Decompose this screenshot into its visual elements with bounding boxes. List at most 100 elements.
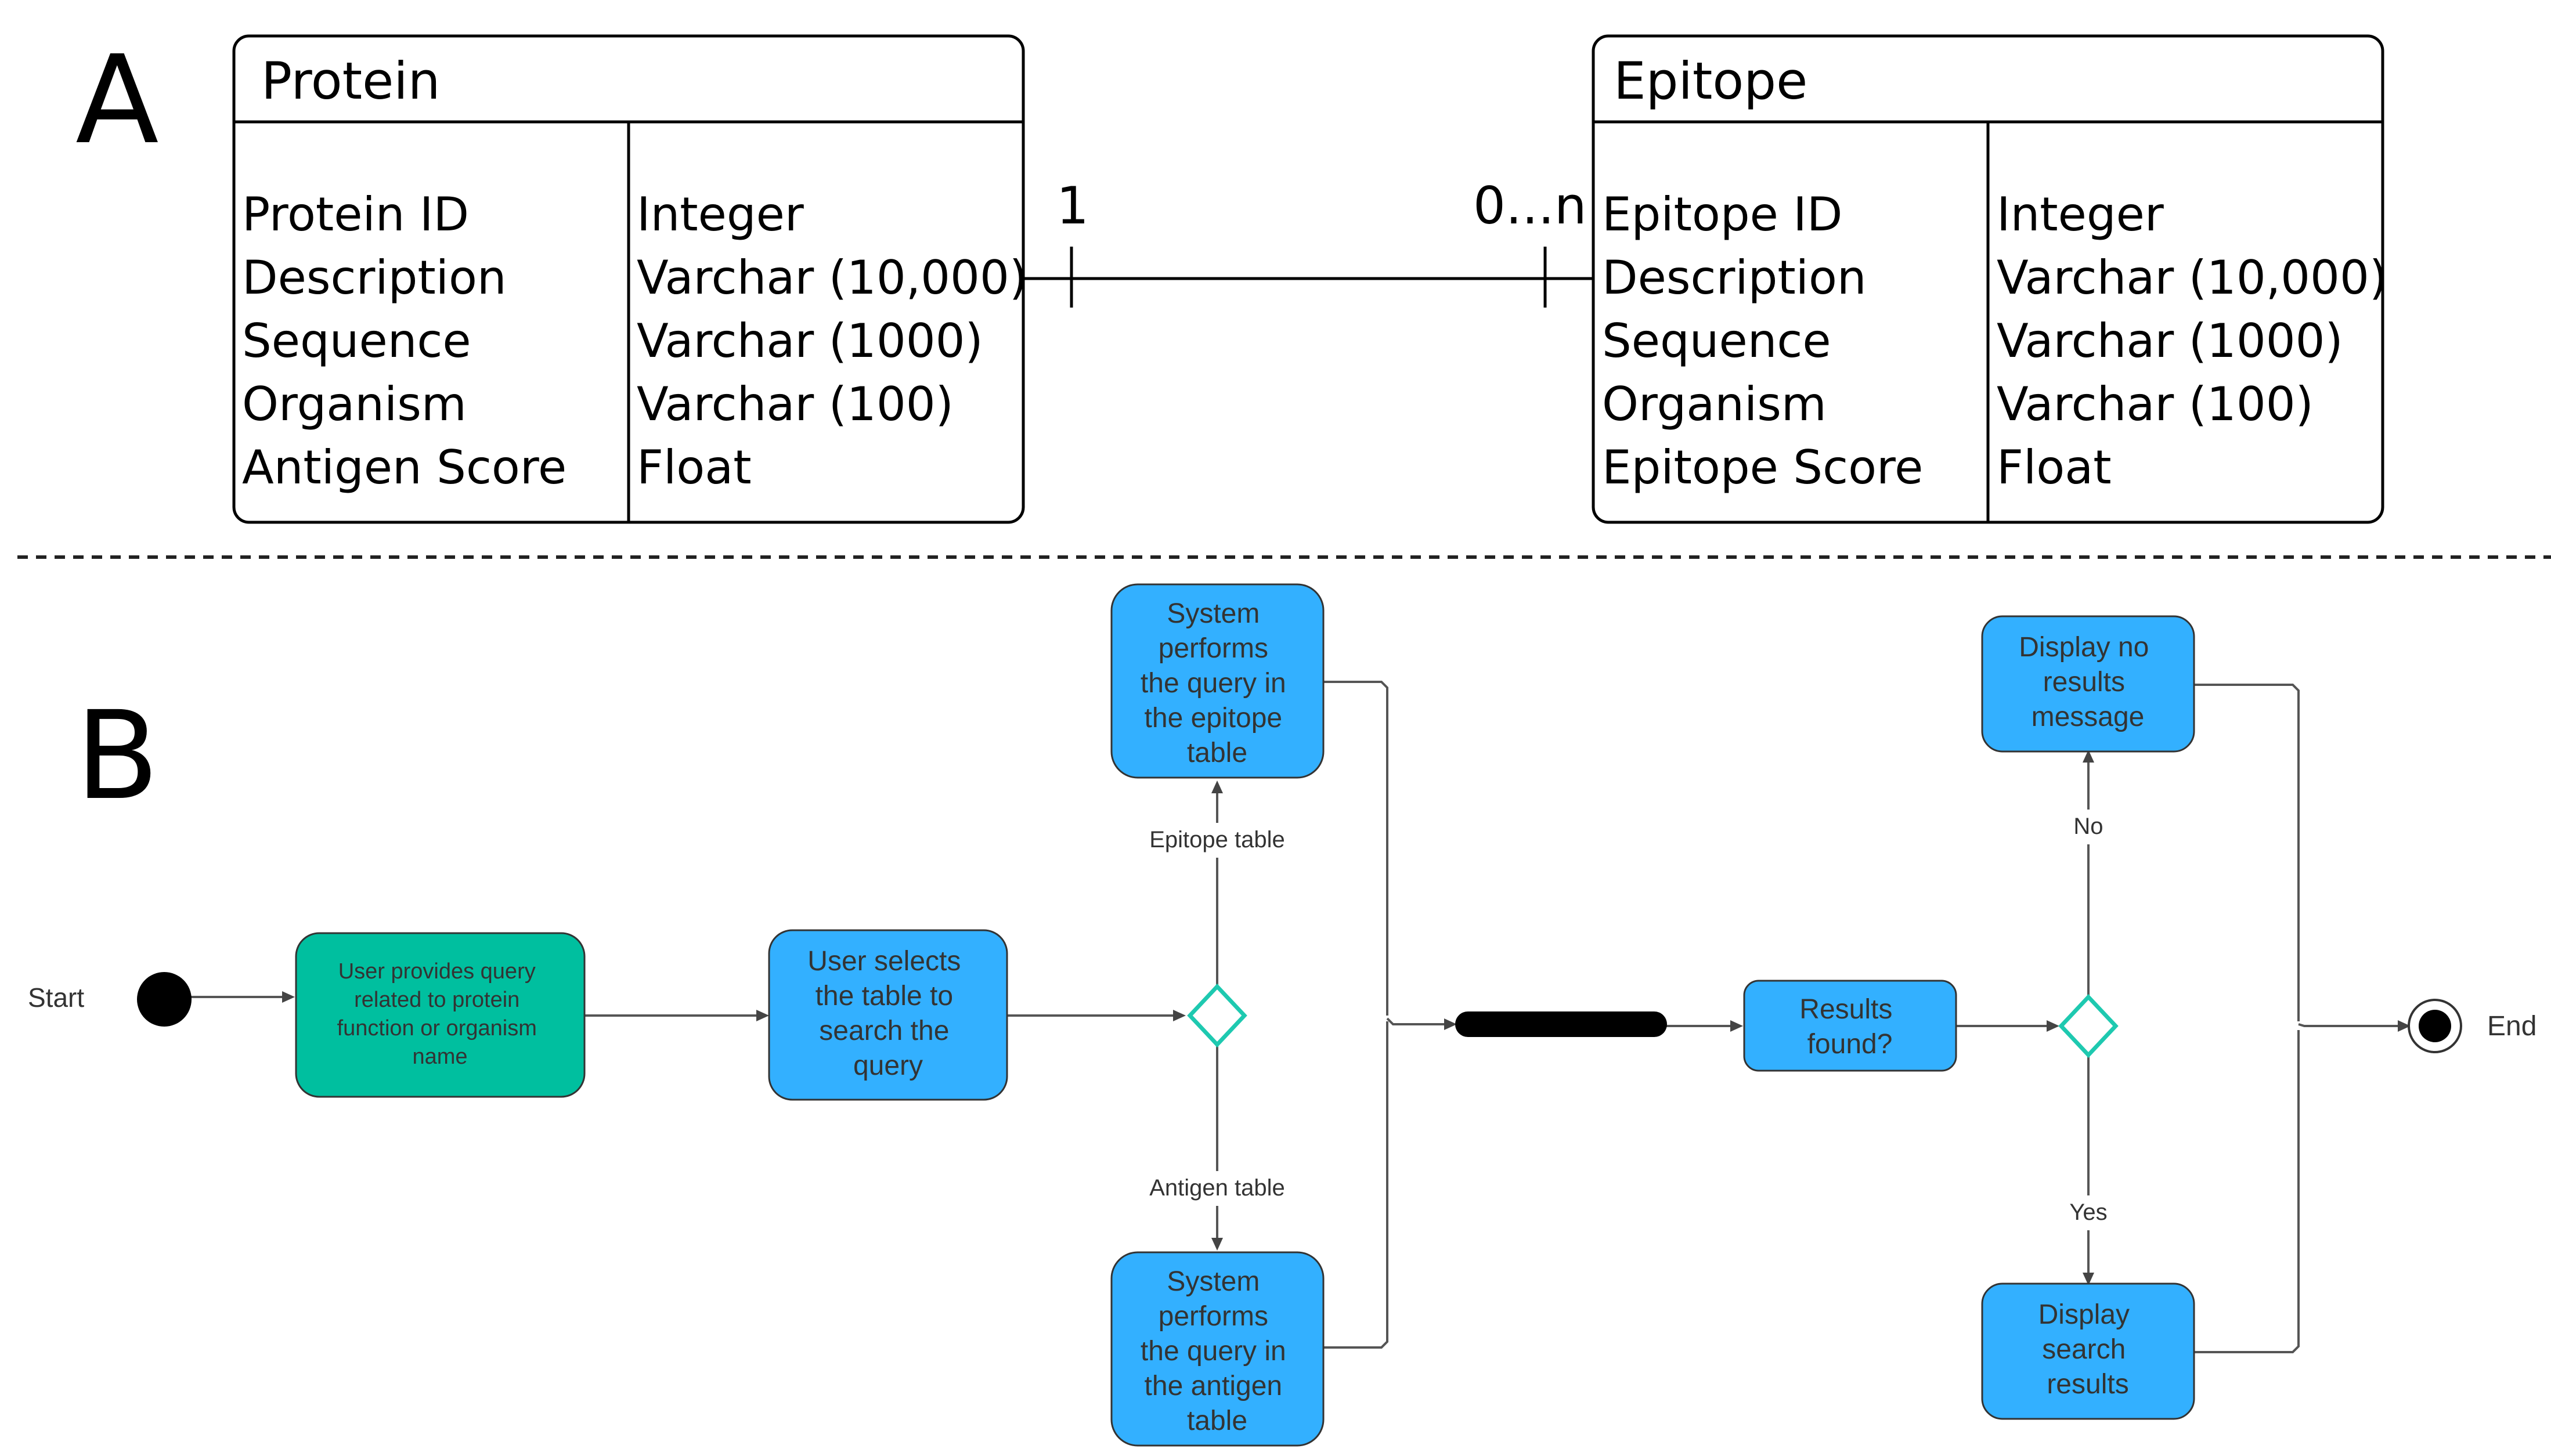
- connectors: [190, 681, 2400, 1353]
- edge-antigen-to-join: [1323, 1021, 1388, 1349]
- edge-yes-to-merge: [2194, 1030, 2300, 1353]
- start-node: Start: [28, 972, 192, 1027]
- edge-label-no: No: [2073, 814, 2103, 839]
- display-results-line: results: [2047, 1369, 2128, 1400]
- epitope-query-line: the epitope: [1145, 703, 1283, 734]
- epitope-query-box: [1110, 583, 1325, 779]
- relationship: 1 0...n: [1023, 176, 1593, 308]
- protein-types: Integer Varchar (10,000) Varchar (1000) …: [637, 187, 1027, 494]
- epitope-query-node: System performs the query in the epitope…: [1110, 583, 1325, 779]
- select-table-line: User selects: [807, 946, 961, 977]
- arrowhead: [2083, 1273, 2094, 1285]
- start-circle: [137, 972, 192, 1027]
- epitope-type: Varchar (10,000): [1997, 251, 2387, 305]
- user-query-line: name: [412, 1045, 467, 1069]
- start-label: Start: [28, 982, 84, 1013]
- protein-field: Antigen Score: [242, 440, 567, 494]
- display-results-node: Display search results: [1981, 1282, 2195, 1420]
- edge-label-bg: [2066, 810, 2110, 844]
- arrowheads: [282, 750, 2411, 1285]
- table-decision-diamond: [1187, 983, 1247, 1048]
- no-results-node: Display no results message: [1981, 615, 2195, 753]
- epitope-query-line: the query in: [1141, 668, 1286, 699]
- epitope-fields: Epitope ID Description Sequence Organism…: [1602, 187, 1923, 494]
- epitope-query-line: table: [1187, 738, 1247, 768]
- protein-type: Varchar (1000): [637, 314, 983, 368]
- epitope-query-text: System performs the query in the epitope…: [1141, 598, 1294, 768]
- no-results-text: Display no results message: [2019, 632, 2156, 732]
- protein-field: Description: [242, 251, 507, 305]
- display-results-text: Display search results: [2038, 1299, 2138, 1400]
- edge-label-antigen: Antigen table: [1149, 1175, 1285, 1201]
- left-cardinality: 1: [1056, 176, 1089, 236]
- user-query-node: User provides query related to protein f…: [295, 932, 586, 1098]
- protein-entity: Protein Protein ID Description Sequence …: [232, 34, 1027, 524]
- epitope-field: Epitope Score: [1602, 440, 1923, 494]
- no-results-line: message: [2032, 702, 2145, 732]
- antigen-query-line: the antigen: [1145, 1371, 1283, 1401]
- no-results-line: Display no: [2019, 632, 2149, 663]
- arrowhead: [1444, 1018, 1457, 1030]
- antigen-query-line: table: [1187, 1406, 1247, 1436]
- epitope-field: Sequence: [1602, 314, 1831, 368]
- antigen-query-node: System performs the query in the antigen…: [1110, 1251, 1325, 1447]
- select-table-text: User selects the table to search the que…: [807, 946, 968, 1081]
- antigen-query-box: [1110, 1251, 1325, 1447]
- edge-label-bg: [2063, 1195, 2113, 1230]
- results-found-line: Results: [1799, 994, 1892, 1025]
- protein-type: Integer: [637, 187, 804, 241]
- edge-labels: Epitope table Antigen table No Yes: [1143, 810, 2113, 1230]
- edge-label-yes: Yes: [2069, 1200, 2107, 1225]
- user-query-line: function or organism: [337, 1016, 537, 1040]
- epitope-type: Integer: [1997, 187, 2164, 241]
- arrowhead: [1730, 1020, 1743, 1032]
- display-results-box: [1981, 1282, 2195, 1420]
- antigen-query-line: System: [1167, 1266, 1260, 1297]
- epitope-title: Epitope: [1614, 51, 1807, 111]
- no-results-line: results: [2043, 667, 2125, 698]
- join-bar: [1455, 1011, 1667, 1037]
- end-node: End: [2408, 999, 2536, 1053]
- user-query-line: related to protein: [354, 988, 519, 1012]
- user-query-text: User provides query related to protein f…: [337, 959, 543, 1069]
- results-found-box: [1743, 980, 1957, 1072]
- results-decision-diamond: [2058, 993, 2119, 1058]
- select-table-node: User selects the table to search the que…: [768, 929, 1008, 1101]
- protein-title: Protein: [261, 51, 440, 111]
- protein-field: Protein ID: [242, 187, 469, 241]
- epitope-field: Description: [1602, 251, 1867, 305]
- arrowhead: [2047, 1020, 2059, 1032]
- display-results-line: Display: [2038, 1299, 2130, 1330]
- epitope-field: Organism: [1602, 377, 1827, 431]
- right-cardinality: 0...n: [1473, 176, 1587, 236]
- select-table-line: query: [853, 1050, 923, 1081]
- protein-type: Varchar (100): [637, 377, 954, 431]
- end-inner-circle: [2419, 1010, 2451, 1042]
- edge-merge-to-end: [2298, 1023, 2400, 1027]
- panel-a-label: A: [75, 29, 159, 171]
- antigen-query-text: System performs the query in the antigen…: [1141, 1266, 1294, 1436]
- user-query-line: User provides query: [338, 959, 536, 984]
- arrowhead: [756, 1010, 769, 1021]
- protein-type: Float: [637, 440, 752, 494]
- display-results-line: search: [2042, 1334, 2126, 1365]
- select-table-line: the table to: [816, 981, 954, 1011]
- epitope-type: Float: [1997, 440, 2112, 494]
- antigen-query-line: performs: [1159, 1301, 1268, 1332]
- edge-join-bar: [1386, 1017, 1445, 1025]
- protein-field: Organism: [242, 377, 467, 431]
- results-found-node: Results found?: [1743, 980, 1957, 1072]
- edge-epitope-to-join: [1323, 681, 1388, 1016]
- results-found-text: Results found?: [1799, 994, 1900, 1060]
- epitope-query-line: System: [1167, 598, 1260, 629]
- arrowhead: [282, 991, 295, 1003]
- epitope-type: Varchar (1000): [1997, 314, 2343, 368]
- arrowhead: [1211, 781, 1223, 793]
- epitope-types: Integer Varchar (10,000) Varchar (1000) …: [1997, 187, 2387, 494]
- no-results-box: [1981, 615, 2195, 753]
- arrowhead: [2398, 1020, 2411, 1032]
- antigen-query-line: the query in: [1141, 1336, 1286, 1367]
- protein-type: Varchar (10,000): [637, 251, 1027, 305]
- arrowhead: [2083, 750, 2094, 763]
